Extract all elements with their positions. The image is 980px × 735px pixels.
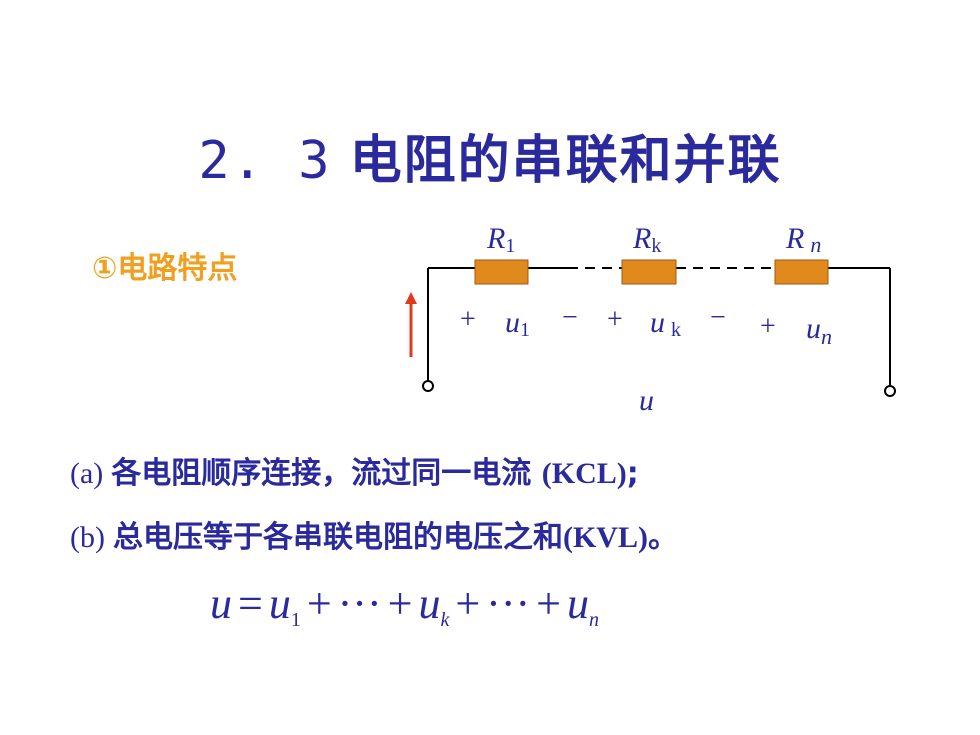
point-a-tag: (a): [70, 457, 104, 490]
title-number: 2. 3: [198, 131, 332, 191]
point-b-end: 。: [647, 520, 678, 555]
resistor-rn: [774, 259, 829, 285]
formula-dots-1: ···: [337, 579, 382, 628]
plus-un: +: [760, 311, 776, 342]
formula-tn: u: [566, 579, 589, 628]
formula-plus-2: +: [387, 579, 413, 628]
label-u1: u1: [505, 306, 530, 341]
section-label: ①电路特点: [92, 251, 238, 286]
label-total-voltage: u: [639, 384, 654, 417]
formula-tk: u: [418, 579, 441, 628]
current-arrow-head: [405, 292, 417, 304]
point-b: (b)总电压等于各串联电阻的电压之和(KVL)。: [70, 512, 678, 556]
minus-uk: −: [710, 302, 726, 333]
minus-u1: −: [562, 302, 578, 333]
point-b-tag: (b): [70, 521, 105, 554]
formula-lhs: u: [210, 579, 232, 628]
formula-tn-sub: n: [588, 609, 599, 631]
formula-dots-2: ···: [486, 579, 531, 628]
title-text: 电阻的串联和并联: [349, 131, 782, 191]
formula-plus-3: +: [455, 579, 481, 628]
terminal-left: [422, 380, 434, 392]
label-rk: Rk: [632, 222, 661, 257]
plus-uk: +: [607, 304, 623, 335]
point-b-text: 总电压等于各串联电阻的电压之和: [112, 520, 563, 555]
point-a-text: 各电阻顺序连接，流过同一电流: [111, 456, 532, 491]
point-b-law: (KVL): [562, 521, 648, 554]
label-r1: R1: [486, 222, 515, 257]
formula-eq: =: [238, 579, 263, 628]
resistor-rk: [621, 259, 677, 285]
point-a: (a)各电阻顺序连接，流过同一电流 (KCL);: [70, 448, 639, 492]
formula-t1: u: [268, 579, 291, 628]
resistor-r1: [474, 259, 529, 285]
page-title: 2. 3 电阻的串联和并联: [0, 118, 980, 193]
formula-tk-sub: k: [440, 609, 450, 631]
formula-t1-sub: 1: [290, 609, 301, 631]
point-a-law: (KCL): [541, 457, 627, 490]
label-un: un: [806, 312, 832, 349]
formula-plus-1: +: [306, 579, 332, 628]
terminal-right: [884, 385, 896, 397]
voltage-sum-formula: u=u1+···+uk+···+un: [210, 578, 599, 632]
point-a-end: ;: [626, 456, 639, 491]
plus-u1: +: [460, 304, 476, 335]
formula-plus-4: +: [536, 579, 561, 628]
